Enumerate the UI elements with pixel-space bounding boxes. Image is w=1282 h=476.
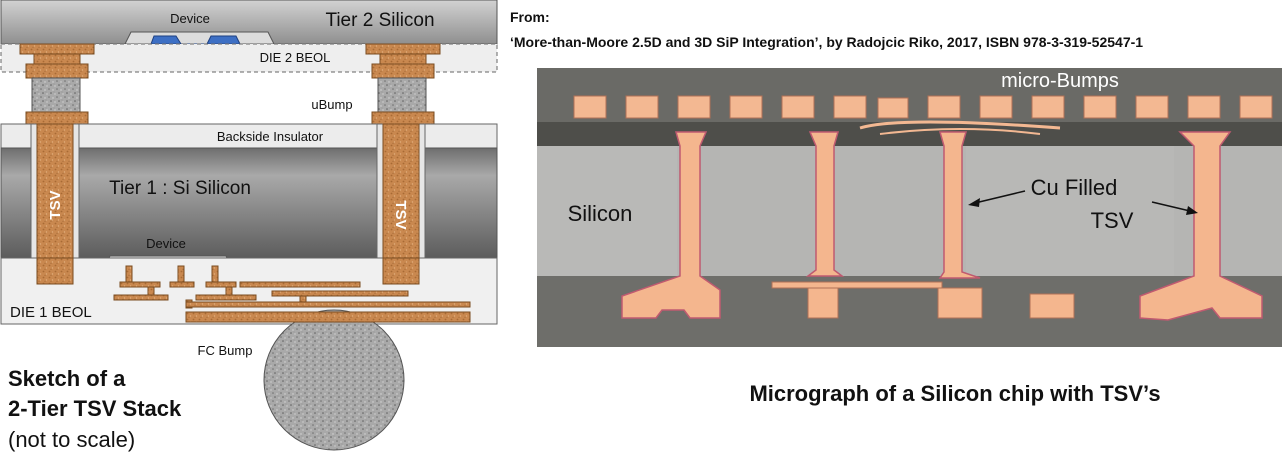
tsv-right: TSV	[376, 123, 426, 285]
micro-bump-row	[573, 95, 1273, 119]
cu-filled-label-line2: TSV	[1091, 208, 1134, 233]
cu-tsv-arrow-right	[1151, 201, 1198, 215]
cu-filled-label-line1: Cu Filled	[1031, 175, 1118, 200]
micro-bumps-label: micro-Bumps	[1001, 70, 1119, 92]
micrograph-tsvs	[621, 131, 1263, 321]
fc-bump	[263, 309, 405, 451]
die2-beol-label: DIE 2 BEOL	[260, 50, 331, 65]
sketch-caption-line1: Sketch of a	[8, 366, 126, 391]
silicon-label: Silicon	[568, 201, 633, 226]
ubump-right	[365, 43, 441, 125]
ubump-label: uBump	[311, 97, 352, 112]
device-bottom-label: Device	[146, 236, 186, 251]
tsv-right-label: TSV	[392, 200, 409, 229]
from-label: From:	[510, 9, 550, 25]
cu-tsv-arrow-left	[968, 190, 1026, 207]
source-citation: From: ‘More-than-Moore 2.5D and 3D SiP I…	[510, 9, 1143, 50]
micrograph-image: micro-Bumps Silicon Cu Filled TSV	[537, 68, 1282, 347]
device-top-label: Device	[170, 11, 210, 26]
sketch-caption-line2: 2-Tier TSV Stack	[8, 396, 182, 421]
ubump-left	[19, 43, 95, 125]
sketch-caption-line3: (not to scale)	[8, 427, 135, 452]
tier2-label: Tier 2 Silicon	[325, 10, 434, 31]
tsv-stack-sketch: Tier 2 Silicon Device DIE 2 BEOL u	[0, 0, 498, 452]
tier1-label: Tier 1 : Si Silicon	[109, 178, 251, 199]
backside-insulator-label: Backside Insulator	[217, 129, 324, 144]
fc-bump-label: FC Bump	[198, 343, 253, 358]
tsv-left-label: TSV	[47, 190, 64, 219]
micrograph-caption: Micrograph of a Silicon chip with TSV’s	[749, 381, 1160, 406]
citation-text: ‘More-than-Moore 2.5D and 3D SiP Integra…	[510, 34, 1143, 50]
die1-beol-label: DIE 1 BEOL	[10, 304, 92, 321]
